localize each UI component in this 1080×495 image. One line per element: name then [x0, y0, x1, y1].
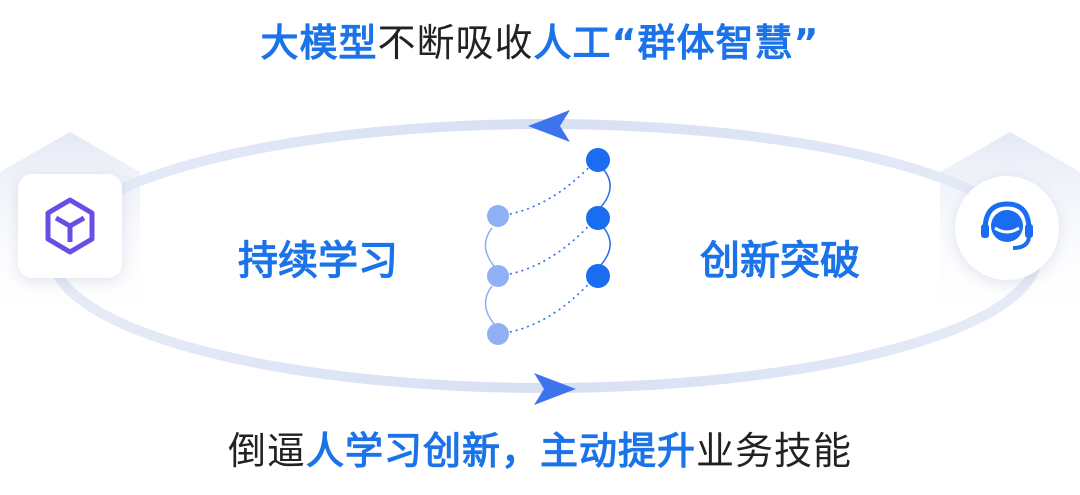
node-left-3 — [487, 323, 509, 345]
bottom-arrow-icon — [534, 373, 576, 405]
footer-caption: 倒逼人学习创新，主动提升业务技能 — [0, 420, 1080, 475]
label-innovation-breakthrough: 创新突破 — [700, 238, 860, 284]
right-curve-1 — [599, 227, 611, 267]
footer-part-2: 人学习创新，主动提升 — [305, 429, 696, 473]
headset-agent-icon — [981, 201, 1033, 250]
title-part-2: 不断吸收 — [377, 21, 534, 65]
connector-2 — [497, 217, 597, 277]
cube-icon — [45, 197, 95, 255]
title-part-1: 大模型 — [260, 21, 378, 65]
footer-part-1: 倒逼 — [227, 429, 306, 473]
left-curve-2 — [484, 227, 495, 267]
right-curve-2 — [599, 169, 611, 209]
node-right-2 — [586, 206, 610, 230]
page-title: 大模型不断吸收人工“群体智慧” — [0, 12, 1080, 67]
right-icon-card — [955, 176, 1059, 280]
connector-1 — [497, 159, 597, 217]
title-part-3: 人工 — [533, 21, 612, 65]
node-left-2 — [487, 265, 509, 287]
label-continuous-learning: 持续学习 — [238, 238, 398, 284]
top-arrow-icon — [528, 110, 570, 142]
footer-part-3: 业务技能 — [696, 429, 853, 473]
node-right-1 — [586, 148, 610, 172]
cycle-ring — [48, 119, 1042, 393]
connector-3 — [497, 275, 597, 335]
title-part-4: “群体智慧” — [611, 21, 820, 65]
node-left-1 — [487, 205, 509, 227]
node-right-3 — [586, 264, 610, 288]
left-icon-card — [18, 174, 122, 278]
left-curve-1 — [484, 285, 495, 325]
